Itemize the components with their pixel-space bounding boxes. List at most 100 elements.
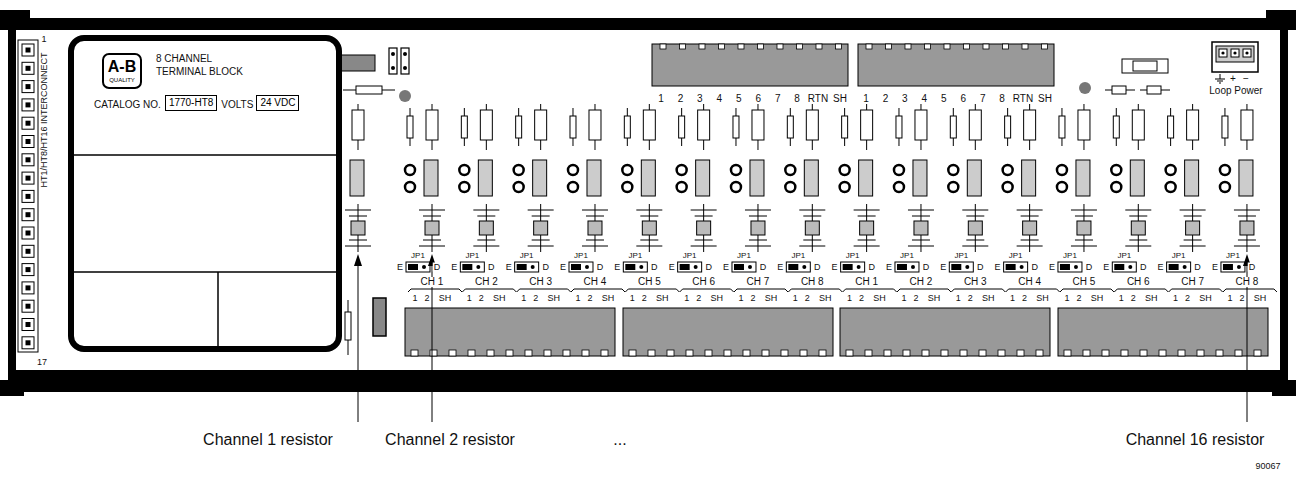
channel-resistor [351, 221, 365, 235]
jumper-pin [531, 265, 535, 269]
jumper-label: JP1 [953, 252, 969, 260]
connector-terminal [22, 44, 34, 56]
connector-terminal [1243, 49, 1251, 57]
jumper-shunt [734, 264, 744, 270]
connector-terminal [22, 209, 34, 221]
connector-terminal [22, 154, 34, 166]
test-point [514, 182, 524, 192]
resistor-plate [854, 246, 880, 247]
figure-number: 90067 [1254, 462, 1281, 471]
terminal-screw [26, 121, 31, 126]
terminal-slot [705, 350, 712, 356]
test-point [514, 165, 524, 175]
terminal-screw [26, 102, 31, 107]
terminal-slot [800, 350, 807, 356]
channel-resistor [1240, 221, 1254, 235]
channel-label: CH 3 [528, 277, 553, 287]
fuse-holder [1122, 59, 1168, 73]
terminal-screw [26, 157, 31, 162]
jumper-position: D [487, 263, 496, 272]
terminal-slot [886, 44, 892, 49]
jumper-position: E [450, 263, 458, 272]
resistor-plate [1234, 210, 1260, 211]
jumper-position: D [922, 263, 931, 272]
led-indicator [399, 90, 411, 102]
terminal-slot [1121, 350, 1128, 356]
jumper-pin [391, 52, 395, 56]
terminal-slot [724, 350, 731, 356]
jumper-pin [1183, 265, 1187, 269]
terminal-number: 1 [1118, 294, 1125, 303]
test-point [785, 182, 795, 192]
fuse-symbol [1133, 61, 1157, 71]
terminal-number: 2 [1075, 294, 1082, 303]
terminal-slot [563, 350, 570, 356]
terminal-slot [884, 350, 891, 356]
interconnect-label: HT1/HT8/HT16 INTERCONNECT [40, 51, 49, 188]
terminal-slot [582, 350, 589, 356]
terminal-slot [1235, 350, 1242, 356]
fuse-symbol [752, 110, 764, 140]
channel-resistor [914, 221, 928, 235]
component-block [1130, 160, 1144, 196]
terminal-slot [430, 350, 437, 356]
housing-frame [8, 18, 1288, 392]
jumper-pin [403, 66, 407, 70]
channel-resistor [805, 221, 819, 235]
terminal-number: 3 [696, 94, 704, 104]
test-point [785, 165, 795, 175]
channel-bracket [680, 289, 734, 292]
jumper-position: D [976, 263, 985, 272]
channel-bracket [1114, 289, 1168, 292]
resistor-plate [1180, 246, 1206, 247]
channel-bracket [1006, 289, 1060, 292]
terminal-number: 7 [979, 94, 987, 104]
terminal-screw [26, 66, 31, 71]
resistor-plate [528, 210, 554, 211]
component-block [1022, 160, 1036, 196]
leader-arrowhead [354, 254, 362, 266]
jumper-position: D [650, 263, 659, 272]
test-point [1057, 182, 1067, 192]
jumper-shunt [625, 264, 635, 270]
jumper-label: JP1 [682, 252, 698, 260]
fuse-symbol [1078, 110, 1090, 140]
resistor-symbol [1112, 86, 1126, 94]
test-point [1003, 165, 1013, 175]
resistor-plate [695, 216, 713, 217]
jumper-shunt [951, 264, 961, 270]
terminal-number: 4 [716, 94, 724, 104]
loop-power-connector [1212, 42, 1258, 72]
plate-divider [217, 272, 219, 346]
terminal-slot [964, 44, 970, 49]
terminal-strip [652, 44, 848, 86]
plate-divider [74, 271, 336, 273]
terminal-number: 2 [749, 294, 756, 303]
terminal-slot [944, 44, 950, 49]
logo-mark: A-B [104, 57, 140, 77]
terminal-number: 1 [657, 94, 665, 104]
jumper-jp1 [1058, 262, 1082, 272]
resistor-plate [695, 240, 713, 241]
jumper-jp1 [949, 262, 973, 272]
jumper-shunt [1223, 264, 1233, 270]
jumper-label: JP1 [519, 252, 535, 260]
terminal-number: SH [764, 294, 779, 303]
component-block [587, 160, 601, 196]
jumper-label: JP1 [410, 252, 426, 260]
resistor-plate [477, 240, 495, 241]
fuse-symbol [480, 110, 492, 140]
terminal-slot [601, 350, 608, 356]
resistor-symbol [896, 116, 902, 138]
connector-terminal [22, 172, 34, 184]
ground-symbol [1219, 83, 1221, 84]
jumper-jp1 [678, 262, 702, 272]
fuse-symbol [589, 110, 601, 140]
resistor-plate [799, 246, 825, 247]
resistor-symbol [787, 116, 793, 138]
jumper-jp1 [406, 262, 430, 272]
resistor-plate [745, 246, 771, 247]
terminal-screw [1221, 51, 1224, 54]
terminal-number: 1 [846, 294, 853, 303]
terminal-slot [1159, 350, 1166, 356]
